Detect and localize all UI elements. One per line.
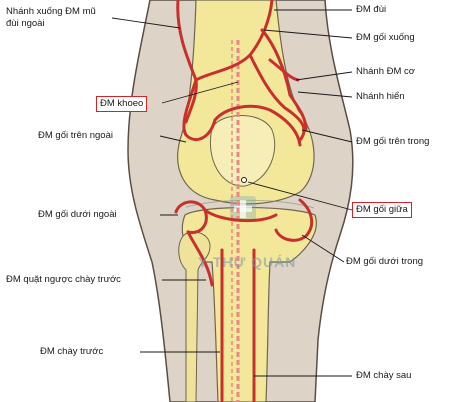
label-nhanh-xuong-dm-mu-line2: đùi ngoài: [6, 18, 45, 29]
label-dm-chay-sau: ĐM chày sau: [356, 370, 412, 381]
middle-genicular-link: [203, 208, 278, 223]
descending-genicular: [260, 28, 292, 97]
fibula: [178, 231, 211, 402]
label-dm-goi-xuong: ĐM gối xuống: [356, 32, 415, 43]
sup-medial-genicular: [248, 53, 306, 142]
label-nhanh-xuong-dm-mu: Nhánh xuống ĐM mũ đùi ngoài: [6, 6, 96, 30]
label-dm-chay-truoc: ĐM chày trước: [40, 346, 104, 357]
label-nhanh-xuong-dm-mu-line1: Nhánh xuống ĐM mũ: [6, 6, 96, 17]
label-dm-goi-duoi-ngoai: ĐM gối dưới ngoài: [38, 209, 117, 220]
label-dm-dui: ĐM đùi: [356, 4, 387, 15]
sup-lateral-genicular: [182, 78, 217, 141]
watermark-text: Y THƯ QUÁN: [198, 254, 297, 270]
ant-tibial-recurrent: [186, 230, 214, 287]
label-dm-khoeo: ĐM khoeo: [96, 96, 148, 112]
label-dm-goi-giua: ĐM gối giữa: [352, 202, 412, 218]
label-dm-quat-nguoc-chay-truoc: ĐM quặt ngược chày trước: [6, 274, 121, 285]
tibia-head: [181, 206, 317, 402]
label-dm-goi-duoi-trong: ĐM gối dưới trong: [346, 256, 424, 267]
label-nhanh-hien: Nhánh hiển: [356, 91, 405, 102]
saphenous-branch: [288, 93, 308, 132]
patella: [210, 115, 276, 187]
label-nhanh-dm-co: Nhánh ĐM cơ: [356, 66, 416, 77]
inf-medial-genicular: [274, 198, 314, 242]
muscular-branch: [268, 58, 300, 82]
label-dm-goi-tren-trong: ĐM gối trên trong: [356, 136, 430, 147]
geniculate-ring: [213, 104, 302, 147]
label-dm-goi-tren-ngoai: ĐM gối trên ngoài: [38, 130, 113, 141]
